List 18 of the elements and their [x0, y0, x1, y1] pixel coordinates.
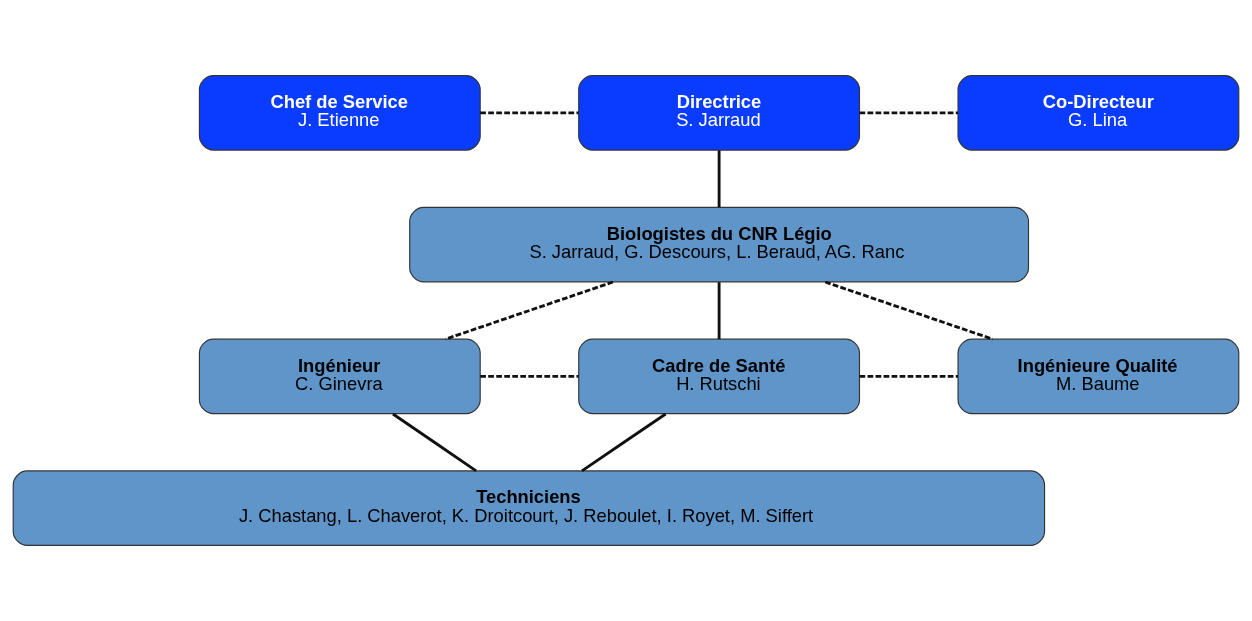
node-box: Cadre de Santé H. Rutschi	[578, 338, 861, 415]
node-box: Biologistes du CNR Légio S. Jarraud, G. Descours, L. Beraud, AG. Ranc	[409, 206, 1030, 283]
node-box: Ingénieur C. Ginevra	[198, 338, 481, 415]
connector	[581, 412, 667, 473]
node-box: Ingénieure Qualité M. Baume	[957, 338, 1240, 415]
node-box: Directrice S. Jarraud	[578, 75, 861, 151]
connector	[392, 412, 477, 473]
node-box: Techniciens J. Chastang, L. Chaverot, K. Droitcourt, J. Reboulet, I. Royet, M. Siffert	[12, 470, 1046, 546]
connector	[717, 150, 721, 208]
node-box: Co-Directeur G. Lina	[957, 75, 1240, 151]
connector	[824, 280, 994, 341]
connector	[480, 111, 579, 115]
node-box: Chef de Service J. Etienne	[198, 75, 481, 151]
connector	[859, 111, 958, 115]
connector	[859, 374, 958, 378]
connector	[445, 280, 614, 341]
connector	[480, 374, 579, 378]
connector	[717, 282, 721, 340]
